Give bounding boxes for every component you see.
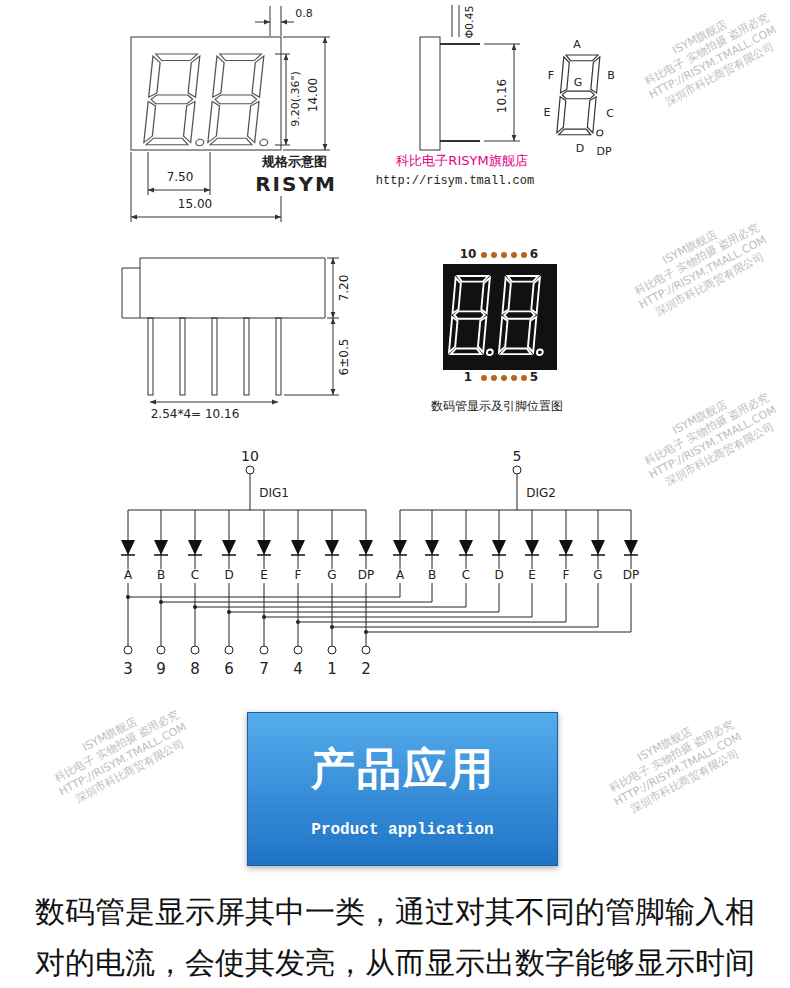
banner-box: 产品应用 Product application bbox=[247, 712, 558, 866]
segment-name: D bbox=[576, 143, 584, 156]
segment-name: DP bbox=[357, 569, 375, 583]
segment-name: B bbox=[427, 569, 437, 583]
segment-name: G bbox=[574, 77, 583, 90]
digit-name: DIG1 bbox=[259, 487, 289, 501]
pin-number: 10 bbox=[460, 248, 477, 262]
pin-number: 6 bbox=[530, 248, 538, 262]
segment-name: B bbox=[156, 569, 166, 583]
pin-number: 9 bbox=[156, 661, 166, 678]
dimension-label: 9.20(.36") bbox=[290, 71, 303, 127]
segment-name: C bbox=[606, 108, 614, 121]
body-text: 数码管是显示屏其中一类，通过对其不同的管脚输入相 bbox=[35, 895, 755, 930]
dimension-label: 7.20 bbox=[338, 275, 352, 302]
dimension-label: 6±0.5 bbox=[338, 339, 352, 376]
segment-name: D bbox=[223, 569, 234, 583]
segment-name: A bbox=[395, 569, 405, 583]
segment-name: B bbox=[607, 70, 615, 83]
dimension-label: 0.8 bbox=[295, 8, 313, 21]
pin-number: 4 bbox=[293, 661, 303, 678]
pin-number: 7 bbox=[259, 661, 269, 678]
segment-name: E bbox=[527, 569, 537, 583]
segment-key bbox=[557, 55, 610, 136]
segment-name: C bbox=[190, 569, 200, 583]
segment-name: DP bbox=[622, 569, 640, 583]
segment-name: G bbox=[592, 569, 603, 583]
segment-name: D bbox=[493, 569, 504, 583]
dimension-label: Φ0.45 bbox=[464, 5, 477, 38]
banner-title: 产品应用 bbox=[311, 740, 495, 799]
pin-number: 10 bbox=[241, 448, 259, 464]
digit-outline bbox=[144, 54, 213, 146]
diode-symbol bbox=[121, 540, 638, 555]
display-photo bbox=[443, 252, 557, 381]
dimension-label: 10.16 bbox=[496, 79, 510, 113]
pin-number: 5 bbox=[513, 448, 522, 464]
segment-name: F bbox=[562, 569, 571, 583]
digit-outline bbox=[208, 54, 277, 146]
segment-name: E bbox=[544, 107, 551, 120]
shop-url: http://risym.tmall.com bbox=[376, 175, 534, 189]
figure-caption: 数码管显示及引脚位置图 bbox=[431, 400, 563, 414]
pin-number: 1 bbox=[327, 661, 337, 678]
side-view bbox=[420, 5, 520, 150]
segment-name: G bbox=[326, 569, 337, 583]
segment-name: A bbox=[123, 569, 133, 583]
pin-number: 1 bbox=[464, 371, 472, 385]
drawing-title: 规格示意图 bbox=[262, 155, 327, 170]
pin-number: 8 bbox=[190, 661, 200, 678]
brand-logo: RISYM bbox=[255, 173, 337, 196]
shop-name: 科比电子RISYM旗舰店 bbox=[396, 154, 527, 169]
dimension-label: 2.54*4= 10.16 bbox=[151, 408, 240, 422]
segment-name: DP bbox=[596, 146, 611, 159]
pin-number: 6 bbox=[224, 661, 234, 678]
circuit bbox=[124, 466, 631, 654]
segment-name: F bbox=[294, 569, 303, 583]
dimension-label: 7.50 bbox=[167, 171, 194, 185]
segment-name: F bbox=[548, 70, 554, 83]
profile-view bbox=[122, 258, 339, 402]
segment-name: A bbox=[573, 39, 581, 52]
pin-number: 5 bbox=[530, 371, 538, 385]
digit-name: DIG2 bbox=[526, 487, 556, 501]
segment-name: C bbox=[461, 569, 471, 583]
dimension-label: 15.00 bbox=[178, 198, 212, 212]
pin-number: 2 bbox=[361, 661, 371, 678]
body-text: 对的电流，会使其发亮，从而显示出数字能够显示时间 bbox=[35, 946, 755, 981]
banner-subtitle: Product application bbox=[311, 821, 493, 839]
dimension-label: 14.00 bbox=[307, 78, 321, 112]
pin-number: 3 bbox=[123, 661, 133, 678]
segment-name: E bbox=[259, 569, 269, 583]
